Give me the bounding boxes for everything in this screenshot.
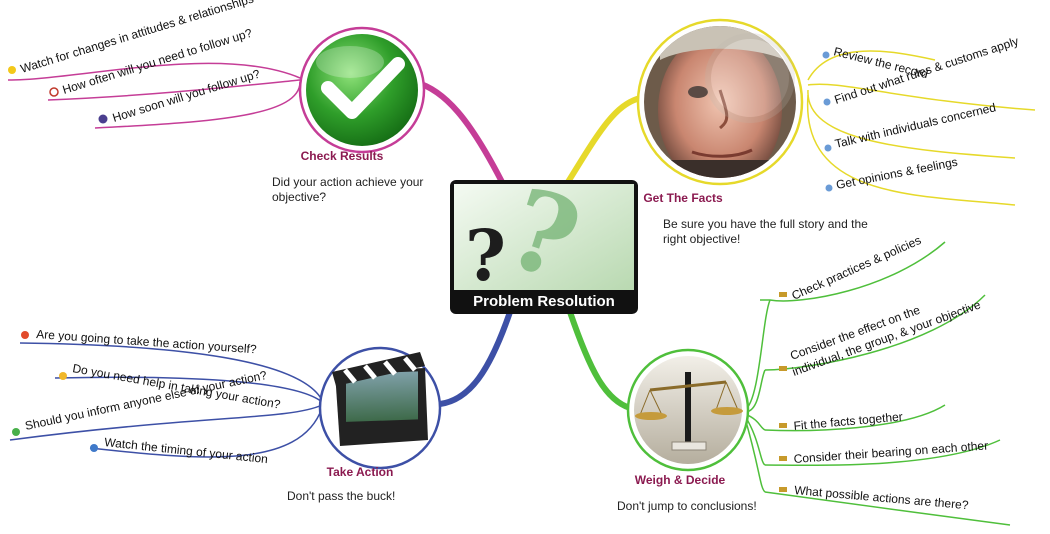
- facts-item-label: Find out what rules & customs apply: [833, 34, 1021, 107]
- facts-item-2[interactable]: Talk with individuals concerned: [824, 100, 998, 152]
- question-icon: [98, 114, 108, 124]
- facts-item-label: Get opinions & feelings: [835, 155, 959, 192]
- pointing-hand-icon: [779, 487, 787, 492]
- facts-subbranches: [807, 50, 1036, 206]
- check-results-title: Check Results: [301, 149, 384, 163]
- pointing-hand-icon: [779, 366, 787, 371]
- checkmark-icon: [321, 57, 405, 119]
- action-items: Are you going to take the action yoursel…: [12, 327, 282, 466]
- central-topic-title: Problem Resolution: [473, 293, 615, 310]
- take-action-node[interactable]: Take Action: [318, 346, 442, 479]
- green-check-circle: [306, 34, 418, 146]
- clapperboard-icon: [332, 352, 428, 446]
- branch-check: [412, 79, 505, 185]
- face-photo: [644, 26, 796, 178]
- red-dot-icon: [21, 331, 29, 339]
- magnifier-icon: [823, 98, 831, 106]
- check-items: Watch for changes in attitudes & relatio…: [8, 0, 262, 125]
- take-action-note: Don't pass the buck!: [287, 489, 396, 503]
- weigh-item-3[interactable]: Consider their bearing on each other: [779, 438, 989, 466]
- action-item-0[interactable]: Are you going to take the action yoursel…: [21, 327, 257, 356]
- warning-icon: [8, 66, 16, 74]
- weigh-decide-note: Don't jump to conclusions!: [617, 499, 757, 513]
- green-dot-icon: [12, 428, 20, 436]
- take-action-title: Take Action: [327, 465, 394, 479]
- magnifier-icon: [824, 144, 832, 152]
- magnifier-lens: [705, 33, 795, 123]
- svg-text:?: ?: [465, 214, 506, 297]
- get-facts-note: Be sure you have the full story and the …: [663, 217, 868, 246]
- weigh-decide-node[interactable]: Weigh & Decide: [626, 348, 750, 487]
- magnifier-icon: [825, 184, 833, 192]
- facts-item-1[interactable]: Find out what rules & customs apply: [823, 34, 1021, 107]
- weigh-items: Check practices & policies Consider the …: [779, 233, 989, 512]
- weigh-decide-title: Weigh & Decide: [635, 473, 726, 487]
- get-facts-title: Get The Facts: [643, 191, 723, 205]
- blue-dot-icon: [90, 444, 98, 452]
- action-item-label: Are you going to take the action yoursel…: [36, 327, 258, 356]
- central-topic[interactable]: ? ? Problem Resolution: [450, 163, 638, 314]
- scales-icon: [635, 372, 743, 451]
- weigh-item-1[interactable]: Consider the effect on the individual, t…: [779, 297, 983, 379]
- check-results-note: Did your action achieve your objective?: [272, 175, 424, 204]
- weigh-item-label: Fit the facts together: [793, 410, 903, 433]
- pointing-hand-icon: [779, 456, 787, 461]
- get-facts-node[interactable]: Get The Facts: [636, 18, 804, 206]
- branch-facts: [565, 95, 643, 185]
- weigh-subbranches: [744, 241, 1011, 526]
- checklist-icon: [49, 87, 59, 97]
- pointing-hand-icon: [779, 423, 787, 428]
- magnifier-icon: [822, 51, 830, 59]
- facts-item-label: Talk with individuals concerned: [834, 100, 998, 151]
- action-subbranches: [9, 342, 323, 458]
- action-item-label: Watch the timing of your action: [104, 435, 269, 466]
- check-subbranches: [7, 62, 301, 129]
- yellow-dot-icon: [59, 372, 67, 380]
- branch-weigh: [567, 309, 633, 411]
- branch-action: [437, 309, 513, 407]
- pointing-hand-icon: [779, 292, 787, 297]
- check-results-node[interactable]: Check Results: [298, 26, 426, 163]
